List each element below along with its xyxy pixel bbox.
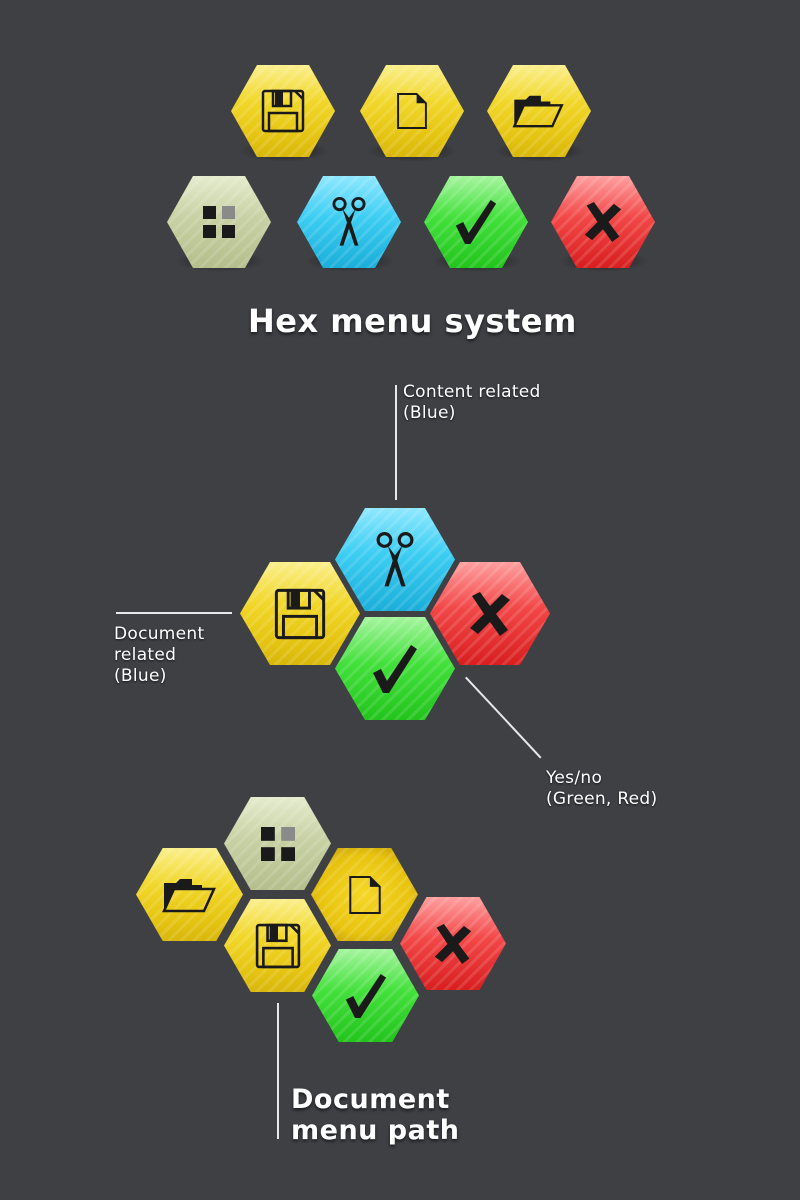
checkmark-hex-button[interactable] bbox=[312, 949, 419, 1042]
grid-icon bbox=[260, 826, 295, 861]
document-menu-path-label: Document menu path bbox=[291, 1084, 460, 1146]
grid-hex-button[interactable] bbox=[224, 797, 331, 890]
checkmark-hex-button[interactable] bbox=[335, 617, 455, 720]
yesno-leader-line bbox=[465, 676, 542, 759]
cross-icon bbox=[584, 202, 622, 242]
save-hex-button[interactable] bbox=[240, 562, 360, 665]
cross-hex-button[interactable] bbox=[400, 897, 506, 990]
scissors-hex-button[interactable] bbox=[335, 508, 455, 611]
grid-icon bbox=[203, 206, 235, 238]
cross-icon bbox=[434, 923, 472, 964]
content-related-label: Content related (Blue) bbox=[403, 382, 541, 423]
save-hex-button[interactable] bbox=[231, 65, 335, 157]
new-document-hex-button[interactable] bbox=[360, 65, 464, 157]
checkmark-icon bbox=[345, 973, 386, 1018]
cross-hex-button[interactable] bbox=[551, 176, 655, 268]
document-path-leader-line bbox=[277, 1003, 279, 1139]
cross-hex-button[interactable] bbox=[430, 562, 550, 665]
scissors-hex-button[interactable] bbox=[297, 176, 401, 268]
scissors-icon bbox=[376, 531, 414, 588]
checkmark-icon bbox=[373, 644, 417, 693]
open-folder-hex-button[interactable] bbox=[136, 848, 243, 941]
grid-hex-button[interactable] bbox=[167, 176, 271, 268]
document-leader-line bbox=[116, 612, 232, 614]
save-icon bbox=[255, 923, 300, 968]
save-icon bbox=[274, 588, 326, 639]
checkmark-hex-button[interactable] bbox=[424, 176, 528, 268]
checkmark-icon bbox=[455, 200, 497, 244]
content-leader-line bbox=[395, 385, 397, 500]
new-document-icon bbox=[397, 93, 427, 129]
save-hex-button[interactable] bbox=[224, 899, 331, 992]
open-folder-icon bbox=[162, 877, 215, 912]
save-icon bbox=[261, 89, 305, 133]
document-related-label: Document related (Blue) bbox=[114, 624, 205, 686]
scissors-icon bbox=[332, 196, 366, 248]
yes-no-label: Yes/no (Green, Red) bbox=[546, 768, 658, 809]
open-folder-hex-button[interactable] bbox=[487, 65, 591, 157]
new-document-icon bbox=[348, 875, 381, 914]
page-title: Hex menu system bbox=[248, 302, 577, 340]
new-document-hex-button[interactable] bbox=[311, 848, 418, 941]
open-folder-icon bbox=[513, 94, 563, 128]
cross-icon bbox=[470, 591, 510, 636]
